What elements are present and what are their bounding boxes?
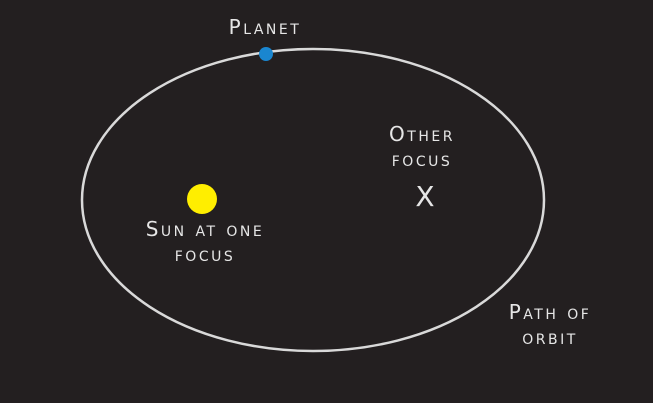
orbit-path-label: Path of orbit xyxy=(488,300,612,350)
other-focus-label-line2: focus xyxy=(391,147,453,171)
other-focus-label: Other focus xyxy=(362,122,482,172)
sun xyxy=(187,184,217,214)
orbit-path-label-line1: Path of xyxy=(508,300,592,324)
sun-label-line2: focus xyxy=(174,242,236,266)
sun-label-line1: Sun at one xyxy=(145,217,265,241)
orbit-path-label-line2: orbit xyxy=(522,325,578,349)
planet-label: Planet xyxy=(200,15,330,40)
planet xyxy=(259,47,273,61)
sun-label: Sun at one focus xyxy=(120,217,290,267)
planet-label-text: Planet xyxy=(228,15,302,39)
other-focus-label-line1: Other xyxy=(389,122,455,146)
other-focus-marker: X xyxy=(415,180,435,213)
orbit-path xyxy=(80,47,546,353)
